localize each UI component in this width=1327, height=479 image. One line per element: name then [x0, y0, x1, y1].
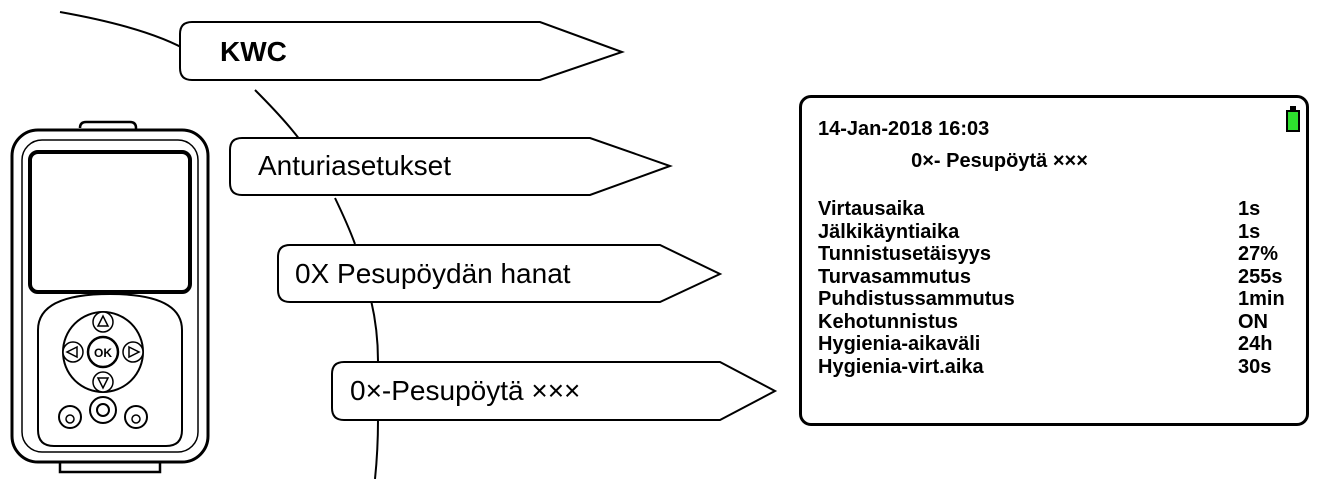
setting-value: 1s: [1238, 198, 1261, 220]
menu-tag-sensor-settings[interactable]: Anturiasetukset: [258, 150, 451, 181]
setting-label: Puhdistussammutus: [818, 288, 1015, 310]
setting-row[interactable]: Kehotunnistus ON: [818, 311, 1294, 334]
screen-title: 0×- Pesupöytä ×××: [911, 150, 1088, 172]
setting-value: 255s: [1238, 265, 1283, 288]
menu-tag-shape-sensor: [229, 137, 673, 196]
menu-tag-basin-item[interactable]: 0×-Pesupöytä ×××: [350, 375, 581, 406]
remote-control-illustration: OK: [10, 120, 210, 474]
screen-datetime: 14-Jan-2018 16:03: [818, 118, 990, 140]
setting-value: 30s: [1238, 355, 1272, 378]
setting-label: Turvasammutus: [818, 265, 972, 288]
menu-tag-shape-faucets: [277, 244, 723, 303]
ok-button-label: OK: [94, 346, 112, 360]
menu-arc: [59, 11, 379, 479]
menu-tag-kwc[interactable]: KWC: [220, 36, 287, 67]
setting-label: Jälkikäyntiaika: [818, 220, 960, 243]
setting-label: Virtausaika: [818, 198, 925, 220]
setting-row[interactable]: Virtausaika 1s: [818, 198, 1294, 221]
setting-row[interactable]: Jälkikäyntiaika 1s: [818, 221, 1294, 244]
setting-row[interactable]: Tunnistusetäisyys 27%: [818, 243, 1294, 266]
setting-value: 24h: [1238, 333, 1273, 355]
setting-label: Kehotunnistus: [818, 310, 958, 333]
menu-tag-shape-kwc: [179, 21, 625, 81]
setting-value: 27%: [1238, 243, 1279, 265]
menu-tag-shape-basin: [331, 361, 778, 421]
menu-tag-basin-faucets[interactable]: 0X Pesupöydän hanat: [295, 258, 571, 289]
device-screen: 14-Jan-2018 16:03 0×- Pesupöytä ××× Virt…: [799, 95, 1309, 426]
ok-button-ring: [86, 335, 120, 369]
setting-label: Hygienia-aikaväli: [818, 333, 981, 355]
setting-row[interactable]: Turvasammutus 255s: [818, 266, 1294, 289]
setting-value: 1s: [1238, 220, 1261, 243]
setting-label: Tunnistusetäisyys: [818, 243, 992, 265]
setting-value: 1min: [1238, 288, 1285, 310]
setting-label: Hygienia-virt.aika: [818, 355, 984, 378]
setting-row[interactable]: Puhdistussammutus 1min: [818, 288, 1294, 311]
battery-cap: [1290, 106, 1296, 110]
setting-row[interactable]: Hygienia-virt.aika 30s: [818, 356, 1294, 379]
battery-icon: [1286, 110, 1300, 132]
remote-display: [28, 150, 192, 294]
setting-value: ON: [1238, 310, 1268, 333]
setting-row[interactable]: Hygienia-aikaväli 24h: [818, 333, 1294, 356]
